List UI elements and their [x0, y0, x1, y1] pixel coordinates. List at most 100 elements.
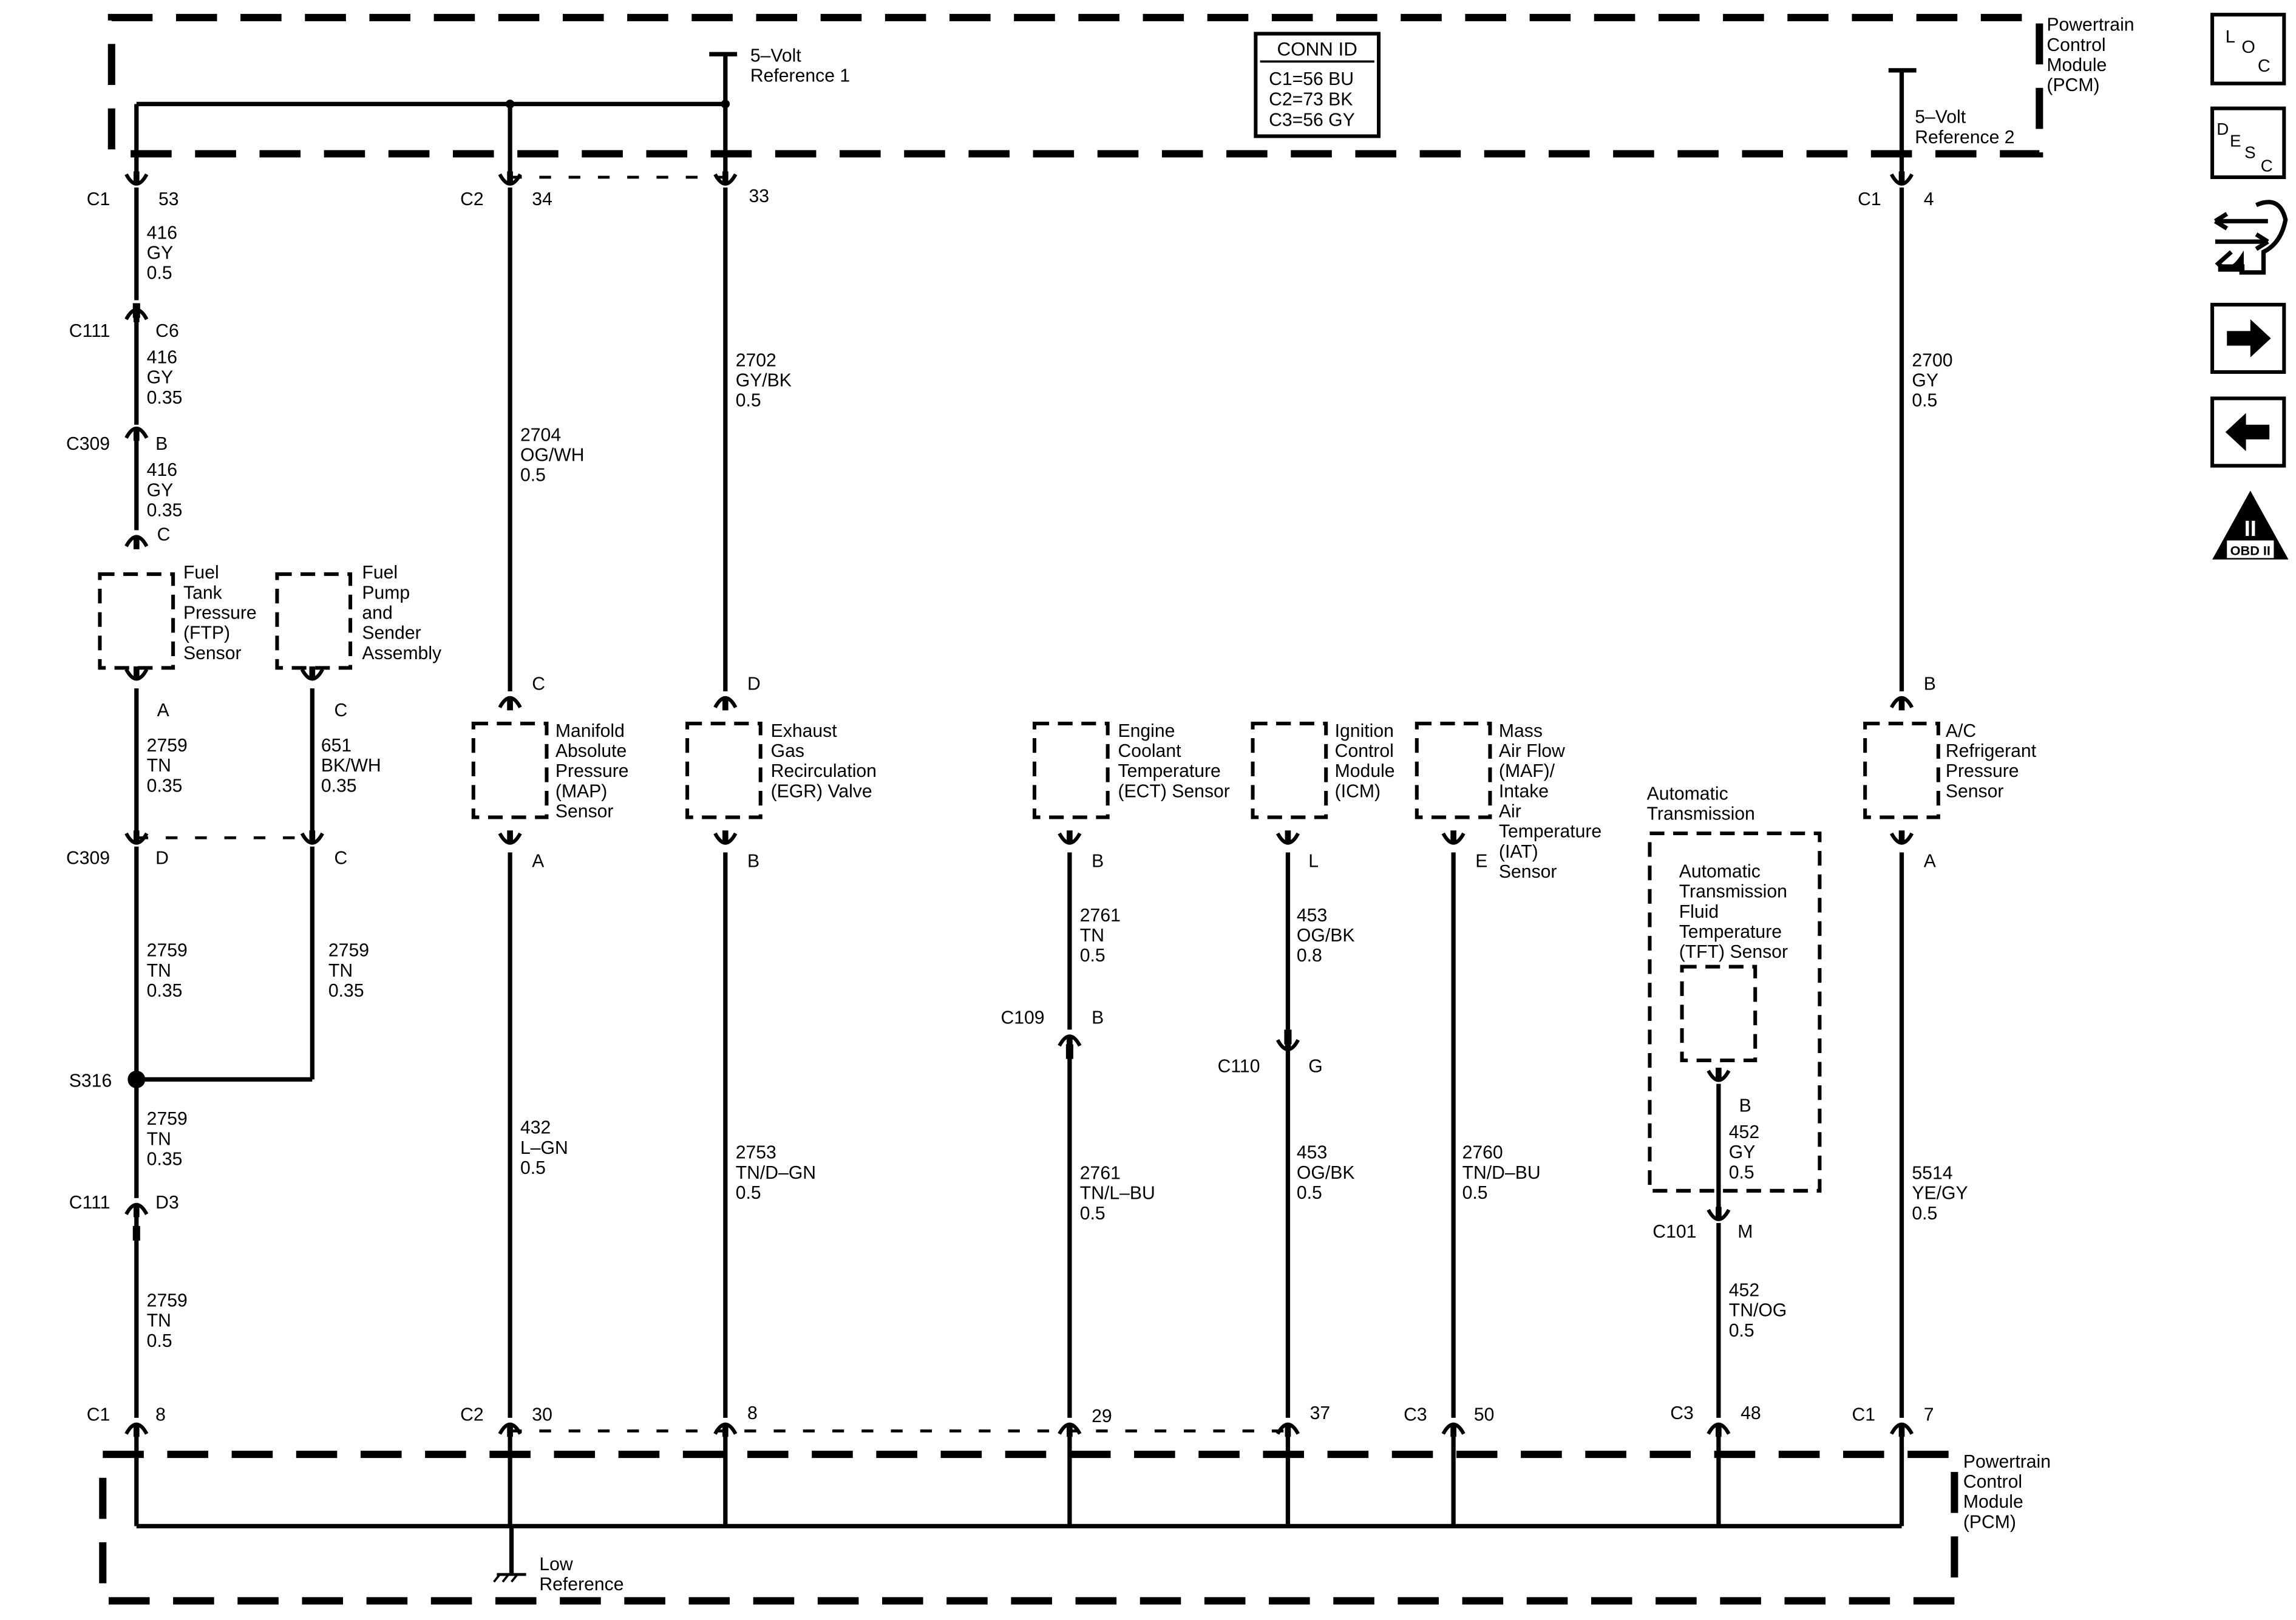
- connector-pin-ftp_c: C: [157, 524, 171, 544]
- connector-pin-map_a: A: [532, 852, 545, 872]
- loc-letter-l: L: [2226, 27, 2235, 47]
- pcm-top-box: [107, 13, 2043, 158]
- connector-pin-c2_34: 34: [532, 189, 552, 209]
- connector-id-c110_g: C110: [1218, 1056, 1260, 1076]
- connector-pin-c111_c6: C6: [155, 321, 179, 341]
- connector-pin-fp_c: C: [335, 700, 348, 720]
- connector-pin-c2_30: 30: [532, 1405, 552, 1425]
- next-page-icon[interactable]: [2210, 302, 2286, 374]
- connector-terminal: [1889, 696, 1914, 711]
- connector-id-c1_7: C1: [1852, 1405, 1875, 1425]
- connector-id-c3_50: C3: [1404, 1405, 1427, 1425]
- diagnostic-tool-icon[interactable]: [2213, 200, 2288, 275]
- obd-text: OBD II: [2230, 543, 2271, 558]
- desc-letter-e: E: [2230, 131, 2241, 150]
- connector-terminal: [124, 308, 149, 322]
- ftp-sensor-box: [98, 572, 175, 670]
- connector-terminal: [1275, 1422, 1300, 1437]
- connector-terminal: [713, 171, 738, 186]
- components-layer: [98, 572, 1940, 1193]
- connector-terminal: [1889, 1422, 1914, 1437]
- connector-pin-pin_37: 37: [1310, 1403, 1331, 1423]
- connector-id-s316: S316: [69, 1071, 112, 1091]
- connector-id-c2_34: C2: [460, 189, 484, 209]
- location-icon[interactable]: L O C: [2210, 13, 2286, 86]
- connector-terminal: [713, 696, 738, 711]
- description-icon[interactable]: D E S C: [2210, 106, 2286, 179]
- loc-letter-o: O: [2241, 38, 2255, 57]
- connector-pin-ect_b: B: [1092, 852, 1104, 872]
- connector-pin-pin_33: 33: [749, 186, 769, 206]
- connector-pin-c1_8: 8: [155, 1405, 166, 1425]
- connector-terminal: [1275, 830, 1300, 845]
- connector-pin-icm_l: L: [1308, 852, 1319, 872]
- connector-id-c2_30: C2: [460, 1405, 484, 1425]
- desc-letter-s: S: [2244, 143, 2256, 162]
- connector-pin-c101_m: M: [1737, 1222, 1753, 1242]
- connector-terminal: [300, 830, 324, 845]
- connector-id-c111_c6: C111: [69, 321, 110, 341]
- obd-ii-icon[interactable]: II OBD II: [2212, 490, 2289, 560]
- connector-pin-egr_b: B: [747, 852, 759, 872]
- connector-pin-c1_4: 4: [1924, 189, 1934, 209]
- connector-terminal: [124, 426, 149, 441]
- connector-pin-c3_48: 48: [1741, 1403, 1761, 1423]
- connector-terminal: [1058, 1422, 1082, 1437]
- wires-layer: [127, 70, 1904, 1527]
- connector-pin-ac_a: A: [1924, 852, 1937, 872]
- connector-pin-c309_d: D: [155, 849, 169, 869]
- connector-terminal: [1058, 1034, 1082, 1049]
- obd-roman-numeral: II: [2244, 516, 2257, 541]
- connector-pin-maf_e: E: [1475, 852, 1487, 872]
- connector-terminal: [498, 171, 522, 186]
- previous-page-icon[interactable]: [2210, 396, 2286, 468]
- connector-pin-pin_29: 29: [1092, 1406, 1112, 1426]
- ect-sensor-box: [1032, 722, 1110, 819]
- connector-pin-c309_b: B: [155, 434, 168, 454]
- connector-terminal: [498, 696, 522, 711]
- connector-terminal: [1441, 830, 1466, 845]
- loc-letter-c: C: [2258, 56, 2271, 76]
- connector-pin-c110_g: G: [1308, 1056, 1322, 1076]
- connector-pin-c1_7: 7: [1924, 1405, 1934, 1425]
- tft-sensor-box: [1680, 964, 1758, 1063]
- ground-icon: [493, 1573, 526, 1583]
- fuel-pump-sender-box: [275, 572, 353, 670]
- connector-terminal: [1889, 171, 1914, 186]
- connector-pin-egr_d: D: [747, 674, 761, 694]
- conn-id-title: CONN ID: [1277, 39, 1357, 60]
- conn-id-line-3: C3=56 GY: [1269, 110, 1355, 130]
- map-sensor-box: [471, 722, 549, 819]
- connector-pin-c1_53: 53: [158, 189, 179, 209]
- connector-terminal: [124, 535, 149, 549]
- pcm-bottom-box: [99, 1451, 1958, 1605]
- connector-terminal: [1889, 830, 1914, 845]
- connector-pin-pin_8b: 8: [747, 1403, 758, 1423]
